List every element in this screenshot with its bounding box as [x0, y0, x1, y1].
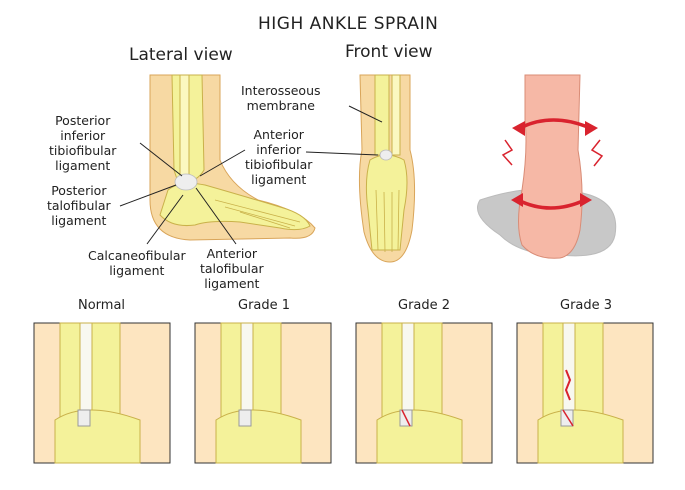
lateral-view-leg: [149, 74, 316, 241]
label-interosseous-membrane: Interosseous membrane: [241, 83, 321, 113]
front-view-leg: [358, 74, 416, 263]
label-anterior-talofibular-ligament: Anterior talofibular ligament: [200, 246, 264, 291]
injured-foot: [477, 74, 617, 259]
lateral-view-heading: Lateral view: [129, 45, 233, 65]
label-posterior-talofibular-ligament: Posterior talofibular ligament: [47, 183, 111, 228]
panel-grade-2: [355, 322, 493, 464]
front-view-heading: Front view: [345, 42, 433, 62]
grade-panels: [33, 322, 654, 464]
panel-grade-3: [516, 322, 654, 464]
diagram-title: HIGH ANKLE SPRAIN: [258, 14, 439, 34]
panel-normal: [33, 322, 171, 464]
label-posterior-inferior-tibiofibular-ligament: Posterior inferior tibiofibular ligament: [49, 113, 117, 173]
grade-label-normal: Normal: [78, 298, 126, 313]
grade-label-1: Grade 1: [238, 298, 291, 313]
label-anterior-inferior-tibiofibular-ligament: Anterior inferior tibiofibular ligament: [245, 127, 313, 187]
grade-label-2: Grade 2: [398, 298, 451, 313]
label-calcaneofibular-ligament: Calcaneofibular ligament: [88, 248, 186, 278]
grade-label-3: Grade 3: [560, 298, 613, 313]
panel-grade-1: [194, 322, 332, 464]
